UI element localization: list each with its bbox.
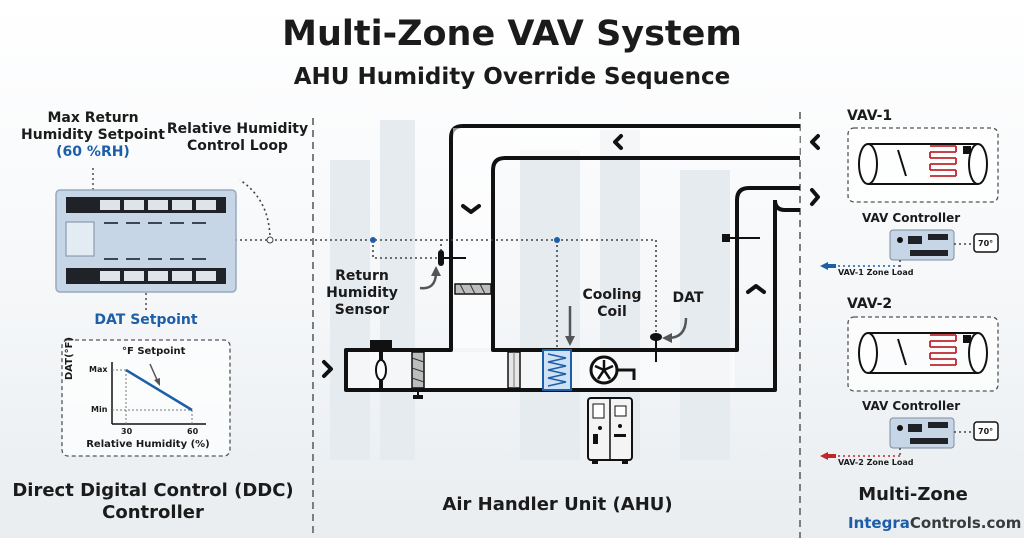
page-title: Multi-Zone VAV System (282, 14, 742, 54)
ddc-section-label: Direct Digital Control (DDC) Controller (12, 480, 294, 523)
return-humidity-sensor-icon (438, 250, 466, 266)
ahu-section-label: Air Handler Unit (AHU) (442, 494, 673, 515)
ahu-control-panel-icon (587, 397, 633, 464)
vav1-box (847, 127, 999, 203)
airflow-arrows (322, 134, 820, 378)
dat-sensor-icon (650, 333, 662, 362)
return-air-damper (454, 283, 492, 295)
outside-air-damper (411, 351, 425, 399)
vav1-controller-label: VAV Controller (862, 211, 961, 225)
vav2-controller-device (820, 417, 999, 460)
vav2-thermostat: 70° (978, 427, 994, 436)
return-humidity-sensor-label: Return Humidity Sensor (326, 268, 398, 318)
ddc-controller-device (55, 189, 237, 293)
humidity-loop-label: Relative Humidity Control Loop (166, 121, 309, 154)
dat-label: DAT (672, 290, 704, 306)
ductwork (344, 124, 800, 392)
supply-duct-sensor-icon (722, 234, 760, 242)
skyline-background (330, 120, 730, 460)
vav1-thermostat: 70° (978, 239, 994, 248)
page-subtitle: AHU Humidity Override Sequence (293, 64, 731, 90)
vav2-label: VAV-2 (847, 296, 893, 312)
pointer-arrows (419, 266, 688, 346)
cooling-coil-label: Cooling Coil (582, 287, 642, 320)
graph-x-60: 60 (187, 427, 199, 436)
flow-arrow-outside-air (322, 360, 333, 378)
multizone-section-label: Multi-Zone (858, 484, 968, 505)
vav2-box (847, 316, 999, 392)
dat-reset-graph (61, 339, 231, 457)
control-wiring (235, 179, 657, 350)
flow-arrow-return-top (613, 134, 623, 150)
flow-arrow-up (746, 284, 766, 294)
flow-arrow-supply-out (810, 188, 820, 206)
cooling-coil (542, 349, 572, 391)
filter (507, 351, 521, 389)
vav1-zone-load: VAV-1 Zone Load (838, 268, 914, 277)
vav2-controller-label: VAV Controller (862, 399, 961, 413)
setpoint-line (125, 368, 193, 412)
graph-x-label: Relative Humidity (%) (86, 439, 210, 450)
supply-fan-icon (589, 355, 636, 385)
flow-arrow-zone-return (810, 134, 820, 150)
graph-x-30: 30 (121, 427, 133, 436)
outside-air-sensor (370, 340, 392, 390)
graph-y-min: Min (91, 405, 108, 414)
vav1-controller-device (820, 229, 999, 270)
vav2-zone-load: VAV-2 Zone Load (838, 458, 914, 467)
dat-setpoint-label: DAT Setpoint (94, 312, 198, 328)
brand-link[interactable]: IntegraControls.com (848, 514, 1022, 532)
wiring-junctions (266, 236, 560, 244)
graph-y-max: Max (89, 365, 108, 374)
max-return-setpoint-label: Max Return Humidity Setpoint (60 %RH) (21, 110, 165, 160)
return-duct-fill (453, 128, 800, 348)
graph-legend: °F Setpoint (122, 346, 186, 357)
vav1-label: VAV-1 (847, 108, 893, 124)
graph-y-label: DAT(°F) (64, 336, 75, 380)
supply-duct-fill (348, 352, 735, 388)
flow-arrow-down (461, 204, 481, 214)
